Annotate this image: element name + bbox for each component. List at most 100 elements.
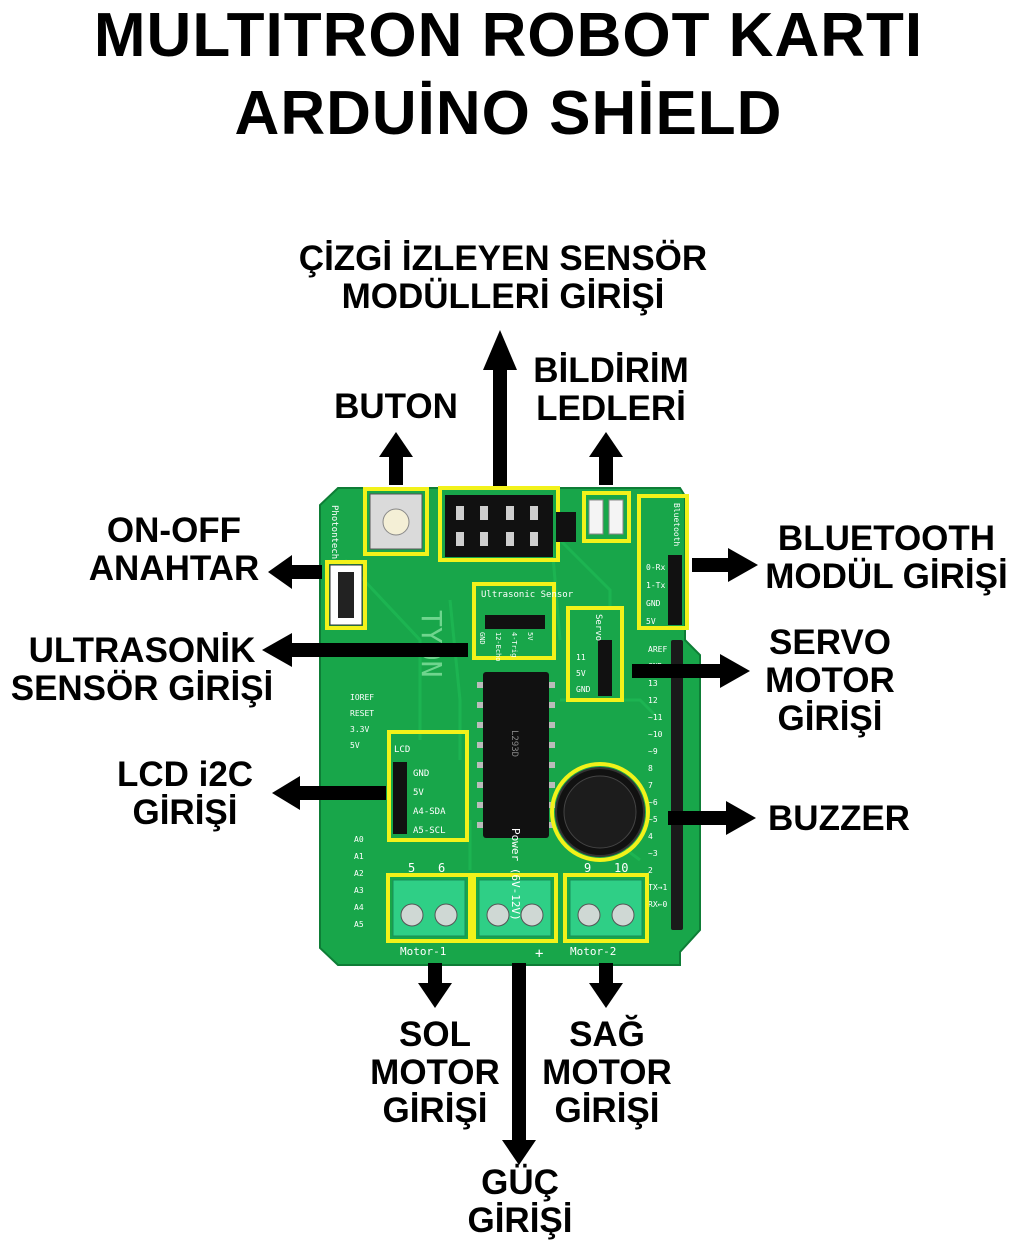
right-pin-label-3: 12 <box>648 696 658 705</box>
analog-pin-label-3: A3 <box>354 886 364 895</box>
right-pin-label-6: ~9 <box>648 747 658 756</box>
label-lcd: LCD i2C GİRİŞİ <box>100 756 270 832</box>
right-pin-label-10: ~5 <box>648 815 658 824</box>
ultrasonic-pin-label-0: GND <box>478 632 486 645</box>
right-pin-label-7: 8 <box>648 764 653 773</box>
bluetooth-pin-label-0: 0-Rx <box>646 563 665 572</box>
lcd-pin-label-3: A5-SCL <box>413 826 446 836</box>
analog-pin-label-1: A1 <box>354 852 364 861</box>
lcd-pin-label-1: 5V <box>413 788 424 798</box>
label-servo: SERVO MOTOR GİRİŞİ <box>750 624 910 738</box>
label-lcd-line1: LCD i2C <box>116 755 254 794</box>
label-sag: SAĞ MOTOR GİRİŞİ <box>522 1016 692 1130</box>
label-ultrasonik-line2: SENSÖR GİRİŞİ <box>10 669 274 708</box>
label-sol-line1: SOL <box>399 1015 471 1054</box>
left-pin-label-2: 3.3V <box>350 725 369 734</box>
label-sol-line3: GİRİŞİ <box>382 1091 488 1130</box>
right-pin-label-5: ~10 <box>648 730 663 739</box>
chip-text: L293D <box>509 730 519 757</box>
label-onoff-line2: ANAHTAR <box>88 549 260 588</box>
right-pin-label-13: 2 <box>648 866 653 875</box>
right-pin-label-9: ~6 <box>648 798 658 807</box>
servo-pin-label-0: 11 <box>576 653 586 662</box>
bluetooth-pin-label-1: 1-Tx <box>646 581 665 590</box>
ultrasonic-pin-label-3: 5V <box>526 632 534 641</box>
label-buton-line1: BUTON <box>334 387 458 426</box>
label-ultrasonik: ULTRASONİK SENSÖR GİRİŞİ <box>0 632 284 708</box>
right-pin-label-15: RX←0 <box>648 900 667 909</box>
label-bildirim-line1: BİLDİRİM <box>533 351 689 390</box>
label-guc-line1: GÜÇ <box>481 1163 559 1202</box>
right-pin-label-4: ~11 <box>648 713 663 722</box>
label-onoff-line1: ON-OFF <box>106 511 242 550</box>
analog-pin-label-4: A4 <box>354 903 364 912</box>
label-onoff: ON-OFF ANAHTAR <box>74 512 274 588</box>
notification-leds <box>588 499 604 535</box>
bluetooth-header-label: Bluetooth <box>672 503 681 547</box>
right-pin-label-12: ~3 <box>648 849 658 858</box>
label-sag-line1: SAĞ <box>569 1015 645 1054</box>
right-pin-label-11: 4 <box>648 832 653 841</box>
ultrasonic-pin-labels: GND 12-Echo 4-Trig 5V <box>478 632 534 662</box>
analog-pin-label-2: A2 <box>354 869 364 878</box>
ultrasonic-pin-label-1: 12-Echo <box>494 632 502 662</box>
line-sensor-header <box>445 495 553 557</box>
left-pin-label-0: IOREF <box>350 693 374 702</box>
label-buzzer: BUZZER <box>756 800 922 838</box>
label-servo-line2: MOTOR <box>765 661 895 700</box>
motor-2-pin-b: 10 <box>614 861 628 875</box>
lcd-header-label: LCD <box>394 745 410 755</box>
power-label: Power (6V-12V) <box>509 828 522 921</box>
motor-2-pin-a: 9 <box>584 861 591 875</box>
motor-1-pin-a: 5 <box>408 861 415 875</box>
page-title-line1: MULTITRON ROBOT KARTI <box>93 1 924 70</box>
bluetooth-pin-label-2: GND <box>646 599 661 608</box>
label-bluetooth: BLUETOOTH MODÜL GİRİŞİ <box>756 520 1017 596</box>
ultrasonic-pin-label-2: 4-Trig <box>510 632 518 657</box>
label-cizgi-line2: MODÜLLERİ GİRİŞİ <box>341 277 665 316</box>
label-sag-line3: GİRİŞİ <box>554 1091 660 1130</box>
lcd-pin-label-2: A4-SDA <box>413 807 446 817</box>
label-servo-line1: SERVO <box>769 623 891 662</box>
motor-1-label: Motor-1 <box>400 945 446 958</box>
motor-driver-chip <box>483 672 549 838</box>
label-lcd-line2: GİRİŞİ <box>132 793 238 832</box>
power-plus-label: + <box>535 946 543 962</box>
right-header-pins <box>671 640 683 930</box>
label-cizgi-line1: ÇİZGİ İZLEYEN SENSÖR <box>298 239 708 278</box>
label-bildirim: BİLDİRİM LEDLERİ <box>516 352 706 428</box>
servo-pin-labels: 11 5V GND <box>576 653 591 694</box>
label-buzzer-line1: BUZZER <box>768 799 910 838</box>
right-pin-label-0: AREF <box>648 645 667 654</box>
brand-label: Photontech <box>329 505 339 559</box>
right-pin-label-14: TX→1 <box>648 883 667 892</box>
left-pin-label-1: RESET <box>350 709 374 718</box>
lcd-pin-labels: GND 5V A4-SDA A5-SCL <box>413 769 446 836</box>
lcd-pin-label-0: GND <box>413 769 429 779</box>
label-servo-line3: GİRİŞİ <box>777 699 883 738</box>
right-pin-label-8: 7 <box>648 781 653 790</box>
page-title-line2: ARDUİNO SHİELD <box>234 79 783 148</box>
label-guc: GÜÇ GİRİŞİ <box>440 1164 600 1240</box>
servo-pin-label-1: 5V <box>576 669 586 678</box>
label-bluetooth-line1: BLUETOOTH <box>777 519 996 558</box>
bluetooth-header <box>668 555 682 625</box>
label-bildirim-line2: LEDLERİ <box>536 389 686 428</box>
left-pin-label-3: 5V <box>350 741 360 750</box>
label-ultrasonik-line1: ULTRASONİK <box>28 631 256 670</box>
label-sol-line2: MOTOR <box>370 1053 500 1092</box>
lcd-header <box>393 762 407 834</box>
servo-pin-label-2: GND <box>576 685 591 694</box>
servo-header <box>598 640 612 696</box>
servo-header-label: Servo <box>593 614 603 641</box>
label-sag-line2: MOTOR <box>542 1053 672 1092</box>
ultrasonic-header-label: Ultrasonic Sensor <box>481 590 574 600</box>
motor-1-pin-b: 6 <box>438 861 445 875</box>
arrows <box>262 330 758 1165</box>
label-sol: SOL MOTOR GİRİŞİ <box>350 1016 520 1130</box>
ultrasonic-header <box>485 615 545 629</box>
analog-pin-label-0: A0 <box>354 835 364 844</box>
right-pin-label-2: 13 <box>648 679 658 688</box>
